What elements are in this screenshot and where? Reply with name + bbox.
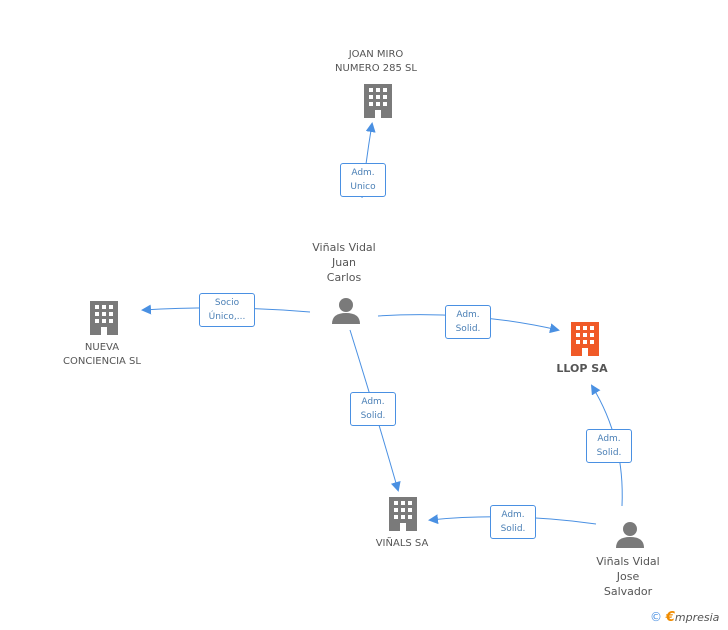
building-icon[interactable] — [389, 497, 417, 531]
node-label-joan-miro[interactable]: JOAN MIRO NUMERO 285 SL — [318, 48, 434, 76]
node-label-line: Salvador — [603, 585, 653, 598]
node-label-line: Jose — [616, 570, 640, 583]
edge-label-line: Solid. — [455, 324, 481, 334]
node-label-line: NUEVA — [84, 342, 120, 353]
node-label-line: Juan — [332, 256, 356, 269]
building-icon[interactable] — [90, 301, 118, 335]
node-label-line: LLOP SA — [556, 362, 608, 375]
node-label-line: VIÑALS SA — [375, 538, 429, 549]
edge-label-line: Solid. — [596, 448, 622, 458]
node-label-line: Viñals Vidal — [596, 555, 660, 568]
edge-label-line: Adm. — [361, 397, 385, 407]
edge-label-adm-solid[interactable]: Adm. Solid. — [586, 429, 632, 463]
person-icon[interactable] — [616, 522, 644, 548]
node-label-juan-carlos[interactable]: Viñals Vidal Juan Carlos — [290, 240, 398, 285]
node-label-line: Carlos — [326, 271, 362, 284]
footer-brand[interactable]: © €mpresia — [650, 610, 719, 625]
node-label-line: NUMERO 285 SL — [335, 63, 417, 74]
person-icon[interactable] — [332, 298, 360, 324]
node-label-jose-salvador[interactable]: Viñals Vidal Jose Salvador — [576, 554, 680, 599]
edge-label-line: Solid. — [500, 524, 526, 534]
brand-initial: € — [665, 610, 675, 625]
edge-label-line: Adm. — [597, 434, 621, 444]
building-icon[interactable] — [364, 84, 392, 118]
edge-label-line: Adm. — [456, 310, 480, 320]
edge-label-socio-unico[interactable]: Socio Único,... — [199, 293, 255, 327]
node-label-nueva-conciencia[interactable]: NUEVA CONCIENCIA SL — [44, 341, 160, 369]
node-label-line: JOAN MIRO — [348, 49, 404, 60]
edge-label-line: Unico — [350, 182, 376, 192]
node-label-line: CONCIENCIA SL — [63, 356, 141, 367]
copyright-icon: © — [650, 610, 662, 624]
node-label-vinals-sa[interactable]: VIÑALS SA — [350, 537, 454, 551]
edge-label-line: Socio — [214, 298, 240, 308]
edge-label-adm-solid[interactable]: Adm. Solid. — [445, 305, 491, 339]
edge-label-line: Adm. — [351, 168, 375, 178]
edge-label-line: Solid. — [360, 411, 386, 421]
node-label-line: Viñals Vidal — [312, 241, 376, 254]
edge-label-adm-unico[interactable]: Adm. Unico — [340, 163, 386, 197]
brand-name: mpresia — [674, 611, 720, 624]
edge-label-line: Adm. — [501, 510, 525, 520]
edge-label-adm-solid[interactable]: Adm. Solid. — [350, 392, 396, 426]
node-label-llop[interactable]: LLOP SA — [532, 361, 632, 376]
brand-logo: €mpresia — [665, 610, 720, 625]
edge-label-adm-solid[interactable]: Adm. Solid. — [490, 505, 536, 539]
building-icon-main[interactable] — [571, 322, 599, 356]
edge-label-line: Único,... — [208, 312, 246, 322]
